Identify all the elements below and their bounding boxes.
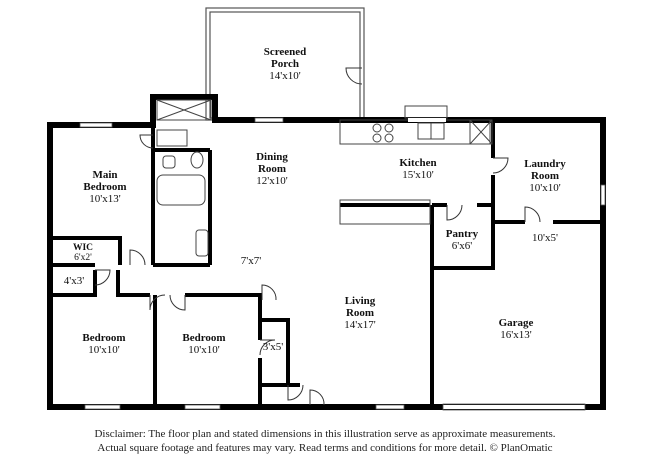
laundry-room-label: Laundry Room 10'x10' (524, 158, 566, 194)
porch-door-icon (345, 67, 363, 85)
laundry-hall-label: 10'x5' (532, 232, 558, 244)
bedroom-3-label: Bedroom 10'x10' (182, 332, 225, 356)
garage-label: Garage 16'x13' (499, 317, 534, 341)
dining-name-1: Dining (256, 151, 288, 163)
laundry-hall-dims: 10'x5' (532, 232, 558, 244)
interior-walls (50, 120, 603, 407)
main-bedroom-dims: 10'x13' (89, 193, 121, 205)
bedroom-2-name: Bedroom (82, 332, 126, 344)
kitchen-label: Kitchen 15'x10' (399, 157, 436, 181)
pantry-name: Pantry (445, 228, 479, 240)
main-bedroom-name-1: Main (92, 169, 118, 181)
garage-dims: 16'x13' (500, 329, 532, 341)
dining-room-label: Dining Room 12'x10' (256, 151, 288, 187)
kitchen-name: Kitchen (399, 157, 437, 169)
linen-closet-label: 4'x3' (64, 275, 84, 287)
bedroom-2-dims: 10'x10' (88, 344, 120, 356)
wic-dims: 6'x2' (74, 253, 92, 263)
dining-name-2: Room (257, 163, 287, 175)
hall-label: 7'x7' (241, 255, 261, 267)
bedroom-3-name: Bedroom (182, 332, 226, 344)
living-name-1: Living (344, 295, 376, 307)
wic-label: WIC 6'x2' (73, 243, 93, 263)
wic-name: WIC (72, 243, 94, 253)
living-room-label: Living Room 14'x17' (344, 295, 375, 331)
living-dims: 14'x17' (344, 319, 376, 331)
garage-name: Garage (498, 317, 534, 329)
closet-dims: 3'x5' (262, 341, 284, 353)
door-swings (94, 134, 541, 406)
bedroom-3-dims: 10'x10' (188, 344, 220, 356)
exterior-walls (47, 94, 606, 410)
porch-name-1: Screened (263, 46, 307, 58)
porch-dims: 14'x10' (269, 70, 301, 82)
disclaimer-line-2: Actual square footage and features may v… (97, 442, 553, 454)
pantry-label: Pantry 6'x6' (446, 228, 478, 252)
living-name-2: Room (345, 307, 375, 319)
disclaimer-line-1: Disclaimer: The floor plan and stated di… (94, 428, 556, 440)
laundry-name-2: Room (530, 170, 560, 182)
dining-dims: 12'x10' (256, 175, 288, 187)
hall-dims: 7'x7' (240, 255, 262, 267)
closet-label: 3'x5' (263, 341, 283, 353)
main-bedroom-label: Main Bedroom 10'x13' (83, 169, 126, 205)
window-frames (79, 117, 606, 411)
porch-name-2: Porch (271, 58, 299, 70)
kitchen-dims: 15'x10' (402, 169, 434, 181)
laundry-name-1: Laundry (524, 158, 566, 170)
kitchen-fixtures (339, 105, 493, 225)
bedroom-2-label: Bedroom 10'x10' (82, 332, 125, 356)
linen-closet-dims: 4'x3' (63, 275, 85, 287)
pantry-dims: 6'x6' (451, 240, 473, 252)
windows (80, 118, 605, 409)
laundry-dims: 10'x10' (529, 182, 561, 194)
bathroom-fixtures (156, 99, 212, 257)
main-bedroom-name-2: Bedroom (83, 181, 127, 193)
screened-porch-label: Screened Porch 14'x10' (264, 46, 307, 82)
